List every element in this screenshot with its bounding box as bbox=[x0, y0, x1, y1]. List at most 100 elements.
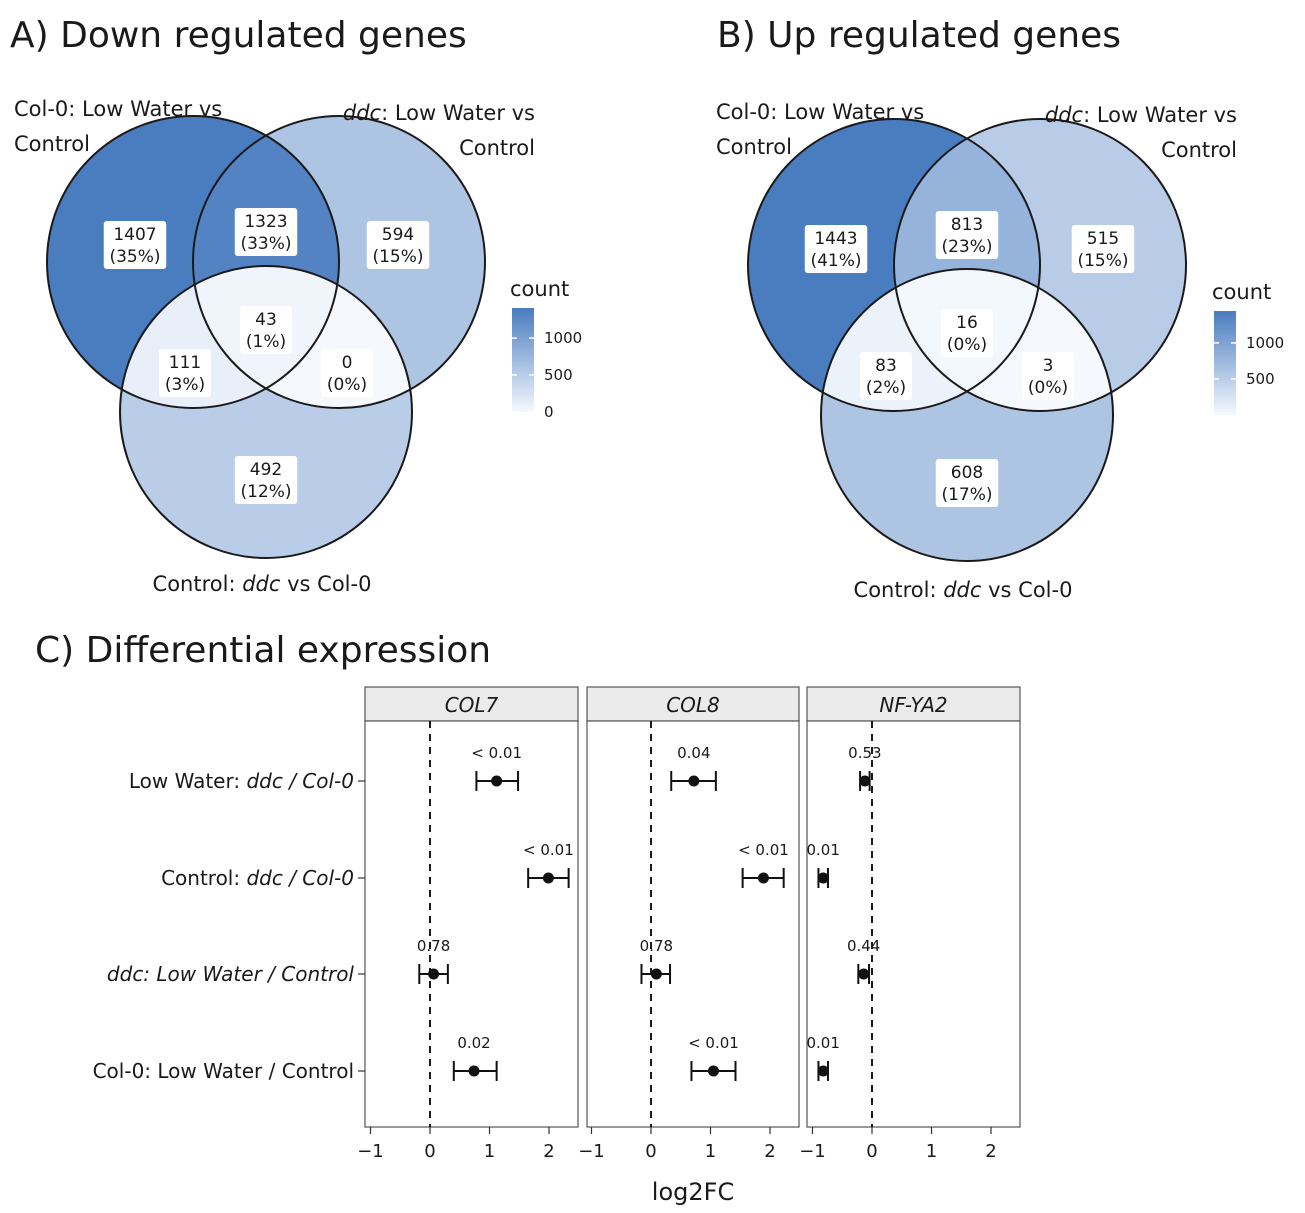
region-count: 492 bbox=[250, 460, 282, 480]
set-label-2-line2: Control bbox=[1161, 138, 1237, 162]
region-count: 3 bbox=[1043, 356, 1054, 376]
x-tick-label: 1 bbox=[705, 1141, 716, 1162]
venn-down-regulated: 1407(35%)1323(33%)594(15%)43(1%)111(3%)0… bbox=[14, 97, 535, 596]
estimate-point bbox=[468, 1065, 480, 1077]
panel-b-title: B) Up regulated genes bbox=[717, 15, 1121, 56]
legend-tick-label: 1000 bbox=[1246, 334, 1284, 352]
venn-region-bc bbox=[193, 266, 412, 408]
set-label-1: Col-0: Low Water vs bbox=[716, 100, 924, 124]
region-label-box bbox=[159, 349, 211, 397]
legend-b: count 1000 500 bbox=[1212, 280, 1284, 415]
region-count: 43 bbox=[255, 310, 277, 330]
x-axis-label: log2FC bbox=[652, 1178, 734, 1206]
estimate-point bbox=[542, 872, 554, 884]
x-tick-label: −1 bbox=[357, 1141, 384, 1162]
legend-tick-label: 500 bbox=[1246, 370, 1275, 388]
region-label-box bbox=[240, 306, 292, 354]
row-label-3: ddc: Low Water / Control bbox=[107, 962, 355, 986]
x-tick-label: 0 bbox=[866, 1141, 877, 1162]
p-value-label: 0.78 bbox=[640, 937, 673, 955]
region-label-box bbox=[1071, 225, 1135, 273]
region-label-box bbox=[1022, 352, 1074, 400]
facet-panel bbox=[364, 720, 579, 1128]
region-count: 515 bbox=[1087, 229, 1119, 249]
p-value-label: 0.53 bbox=[848, 744, 881, 762]
facet-label: NF-YA2 bbox=[879, 693, 947, 717]
region-count: 1323 bbox=[244, 212, 287, 232]
x-tick-label: 2 bbox=[985, 1141, 996, 1162]
venn-circle-outline bbox=[820, 268, 1114, 562]
legend-title: count bbox=[1212, 280, 1271, 304]
region-percent: (2%) bbox=[866, 378, 906, 398]
region-count: 16 bbox=[956, 313, 978, 333]
region-label-box bbox=[860, 352, 912, 400]
estimate-point bbox=[428, 968, 440, 980]
panel-c: C) Differential expression COL7 −1 0 1 2 < 0.… bbox=[35, 630, 1021, 1206]
venn-circle-outline bbox=[192, 115, 486, 409]
region-percent: (0%) bbox=[947, 335, 987, 355]
region-percent: (0%) bbox=[327, 375, 367, 395]
region-count: 813 bbox=[951, 215, 983, 235]
p-value-label: 0.02 bbox=[457, 1034, 490, 1052]
set-label-3: Control: ddc vs Col-0 bbox=[854, 578, 1073, 602]
facet-strip bbox=[364, 686, 579, 722]
estimate-point bbox=[650, 968, 662, 980]
row-label-4: Col-0: Low Water / Control bbox=[93, 1059, 354, 1083]
region-percent: (35%) bbox=[109, 247, 160, 267]
row-label-1: Low Water: ddc / Col-0 bbox=[129, 769, 354, 793]
estimate-point bbox=[757, 872, 769, 884]
estimate-point bbox=[858, 968, 870, 980]
region-percent: (17%) bbox=[941, 485, 992, 505]
p-value-label: < 0.01 bbox=[688, 1034, 739, 1052]
venn-region-bc bbox=[894, 269, 1113, 411]
estimate-point bbox=[859, 775, 871, 787]
region-label-box bbox=[804, 225, 868, 273]
estimate-point bbox=[688, 775, 700, 787]
x-tick-label: 2 bbox=[764, 1141, 775, 1162]
region-count: 111 bbox=[169, 353, 201, 373]
region-label-box bbox=[234, 456, 298, 504]
x-tick-label: 0 bbox=[645, 1141, 656, 1162]
p-value-label: 0.44 bbox=[847, 937, 880, 955]
venn-up-regulated: 1443(41%)813(23%)515(15%)16(0%)83(2%)3(0… bbox=[716, 100, 1237, 602]
p-value-label: < 0.01 bbox=[523, 841, 574, 859]
venn-circle-outline bbox=[46, 115, 340, 409]
facet-strip bbox=[586, 686, 800, 722]
region-percent: (23%) bbox=[941, 237, 992, 257]
facet-panel bbox=[586, 720, 800, 1128]
panel-a: A) Down regulated genes 1407(35%)1323(33… bbox=[10, 15, 582, 596]
region-count: 1407 bbox=[113, 225, 156, 245]
region-label-box bbox=[941, 309, 993, 357]
p-value-label: 0.04 bbox=[677, 744, 710, 762]
region-percent: (15%) bbox=[372, 247, 423, 267]
venn-circle-outline bbox=[119, 265, 413, 559]
venn-region-ac bbox=[821, 269, 1040, 411]
region-label-box bbox=[935, 211, 999, 259]
region-label-box bbox=[234, 208, 298, 256]
p-value-label: 0.78 bbox=[417, 937, 450, 955]
region-label-box bbox=[103, 221, 167, 269]
region-count: 594 bbox=[382, 225, 414, 245]
x-tick-label: 1 bbox=[484, 1141, 495, 1162]
venn-region-ac bbox=[120, 266, 339, 408]
panel-b: B) Up regulated genes 1443(41%)813(23%)5… bbox=[716, 15, 1284, 602]
set-label-3: Control: ddc vs Col-0 bbox=[153, 572, 372, 596]
region-count: 0 bbox=[342, 353, 353, 373]
region-percent: (3%) bbox=[165, 375, 205, 395]
estimate-point bbox=[491, 775, 503, 787]
legend-title: count bbox=[510, 277, 569, 301]
panel-c-title: C) Differential expression bbox=[35, 630, 491, 671]
region-count: 1443 bbox=[814, 229, 857, 249]
legend-tick-label: 1000 bbox=[544, 329, 582, 347]
estimate-point bbox=[817, 1065, 829, 1077]
facet-label: COL7 bbox=[445, 693, 499, 717]
x-tick-label: 1 bbox=[926, 1141, 937, 1162]
region-label-box bbox=[321, 349, 373, 397]
set-label-1-line2: Control bbox=[716, 135, 792, 159]
facet-panel bbox=[806, 720, 1021, 1128]
estimate-point bbox=[707, 1065, 719, 1077]
row-label-2: Control: ddc / Col-0 bbox=[161, 866, 354, 890]
